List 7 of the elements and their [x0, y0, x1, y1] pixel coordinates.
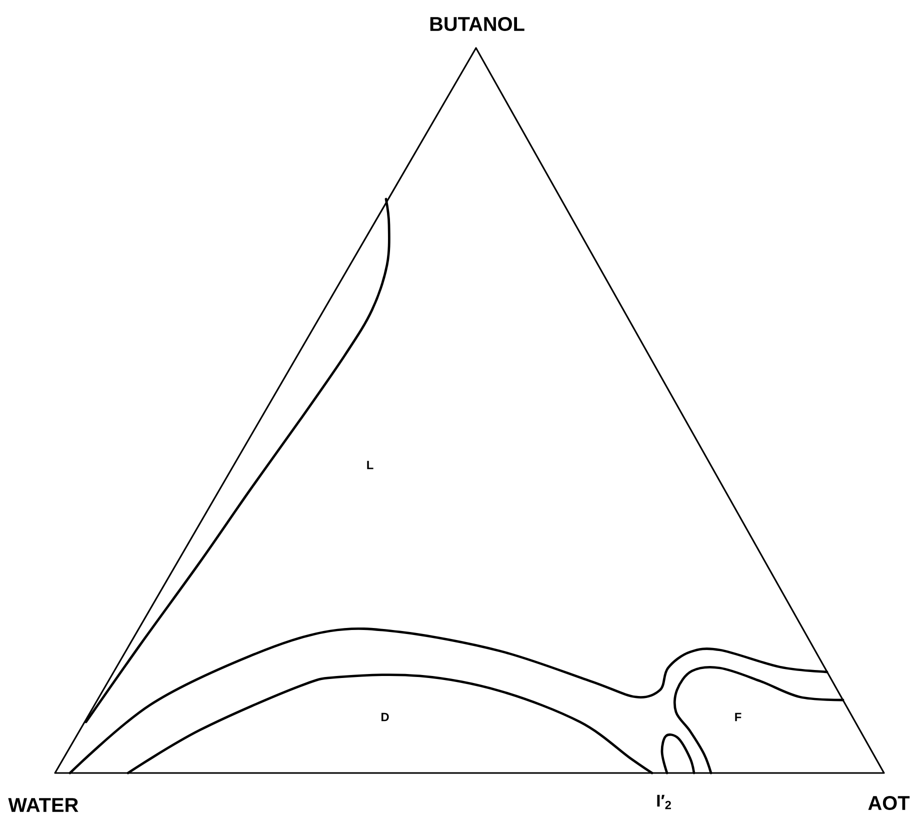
vertex-label: WATER — [8, 798, 78, 812]
region-label: I′$_{2}$ — [657, 794, 671, 810]
vertex-label: BUTANOL — [430, 16, 524, 32]
region-label: D — [381, 712, 389, 722]
region-label: F — [735, 712, 742, 722]
region-label: L — [367, 460, 374, 470]
vertex-label: AOT — [868, 796, 910, 810]
